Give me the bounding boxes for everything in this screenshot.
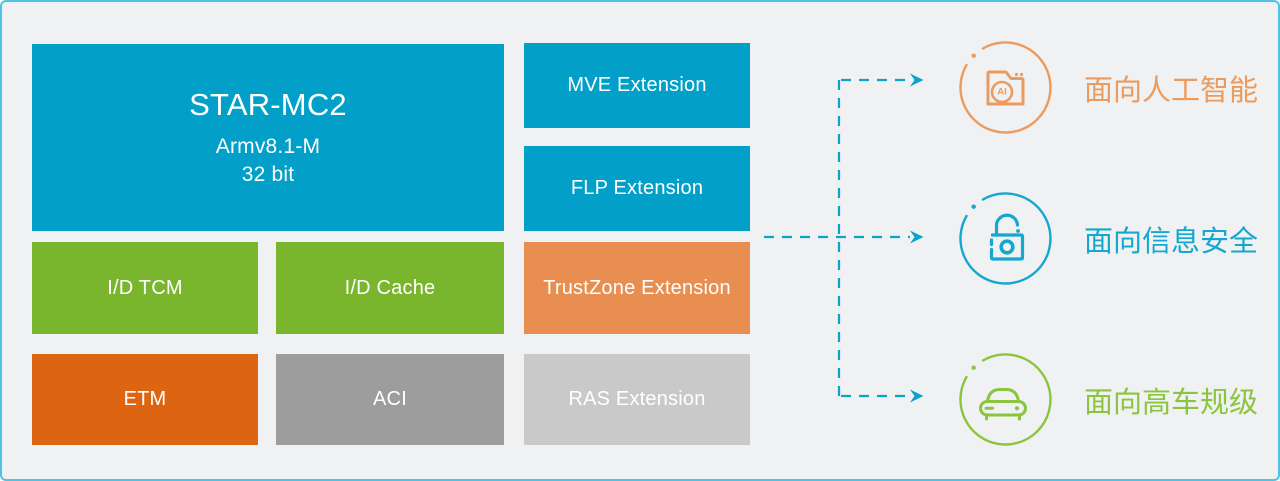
connector-lines	[764, 78, 910, 398]
block-star-mc2: STAR-MC2 Armv8.1-M 32 bit	[32, 44, 504, 231]
target-label-security: 面向信息安全	[1084, 225, 1259, 258]
icon-circle-outline	[959, 192, 1052, 285]
target-security: 面向信息安全	[958, 191, 1258, 286]
block-id-tcm: I/D TCM	[32, 242, 258, 334]
icon-circle-outline	[959, 41, 1052, 134]
lock-shackle-dot	[1016, 229, 1020, 233]
target-automotive: 面向高车规级	[958, 352, 1258, 447]
block-label: FLP Extension	[570, 177, 704, 199]
core-subtitle-arch: Armv8.1-M	[215, 134, 321, 158]
block-label: MVE Extension	[567, 74, 707, 96]
core-title: STAR-MC2	[189, 86, 347, 122]
target-ai: AI 面向人工智能	[958, 40, 1258, 135]
ai-folder-icon: AI	[959, 41, 1052, 134]
block-flp-extension: FLP Extension	[524, 146, 750, 231]
car-roof	[986, 388, 1020, 403]
ai-badge-text: AI	[997, 87, 1007, 98]
core-subtitle-bits: 32 bit	[241, 162, 295, 186]
arrowhead-middle	[910, 230, 924, 244]
ai-badge-circle	[990, 80, 1014, 104]
lock-keyhole	[999, 239, 1015, 255]
block-id-cache: I/D Cache	[276, 242, 504, 334]
connector-arrowheads	[910, 73, 924, 403]
block-label: ETM	[123, 388, 167, 410]
block-ras-extension: RAS Extension	[524, 354, 750, 445]
car-headlight-dot	[1014, 406, 1020, 411]
unlock-icon	[959, 192, 1052, 285]
block-label: ACI	[373, 388, 407, 410]
block-mve-extension: MVE Extension	[524, 43, 750, 128]
lock-body	[989, 233, 1025, 261]
target-label-automotive: 面向高车规级	[1084, 386, 1259, 419]
car-body	[979, 400, 1027, 417]
lock-shackle	[994, 213, 1020, 237]
arrowhead-top	[910, 73, 924, 87]
target-label-ai: 面向人工智能	[1084, 74, 1259, 107]
icon-circle-dot	[971, 204, 976, 209]
block-etm: ETM	[32, 354, 258, 445]
folder-dot-1	[1014, 72, 1019, 77]
folder-outline	[986, 70, 1025, 106]
block-label: TrustZone Extension	[543, 276, 731, 299]
block-label: I/D TCM	[107, 276, 183, 299]
arrowhead-bottom	[910, 389, 924, 403]
car-icon	[959, 353, 1052, 446]
folder-dot-2	[1019, 72, 1024, 77]
block-aci: ACI	[276, 354, 504, 445]
icon-circle-outline	[959, 353, 1052, 446]
block-trustzone-extension: TrustZone Extension	[524, 242, 750, 334]
block-label: RAS Extension	[568, 388, 706, 410]
icon-circle-dot	[971, 365, 976, 370]
block-label: I/D Cache	[344, 276, 436, 299]
icon-circle-dot	[971, 53, 976, 58]
